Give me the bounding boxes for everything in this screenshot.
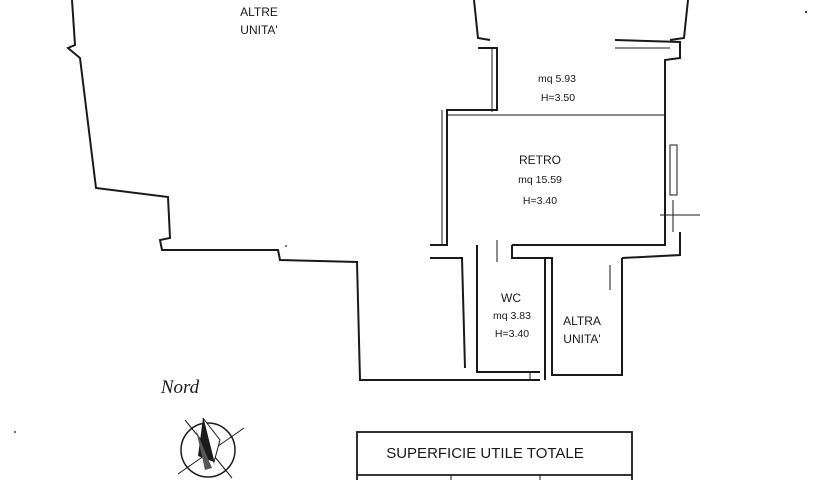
compass-label: Nord: [160, 377, 200, 398]
altra-unita-label-line1: ALTRA: [563, 314, 601, 328]
stray-mark: [14, 431, 16, 433]
altre-unita-label-line1: ALTRE: [240, 5, 278, 19]
retro-height: H=3.40: [523, 195, 557, 207]
retro-name: RETRO: [519, 153, 561, 167]
corridor-walls: [430, 39, 681, 246]
summary-table: SUPERFICIE UTILE TOTALE: [356, 431, 633, 480]
retro-area: mq 15.59: [518, 174, 562, 186]
wc-area: mq 3.83: [493, 310, 531, 322]
wc-height: H=3.40: [495, 328, 529, 340]
stray-mark: [804, 10, 808, 14]
altra-unita-label-line2: UNITA': [563, 332, 600, 346]
wc-name: WC: [501, 291, 521, 305]
wc-walls: [430, 245, 546, 380]
altra-unita-walls: [545, 257, 623, 376]
retro-walls: [496, 144, 700, 262]
corridor-area: mq 5.93: [538, 73, 576, 85]
summary-table-header: SUPERFICIE UTILE TOTALE: [386, 445, 584, 462]
stray-mark: [285, 245, 287, 247]
altre-unita-label-line2: UNITA': [240, 23, 277, 37]
corridor-height: H=3.50: [541, 92, 575, 104]
altre-unita-outline: [66, 0, 689, 381]
north-arrow-icon: [177, 417, 245, 479]
